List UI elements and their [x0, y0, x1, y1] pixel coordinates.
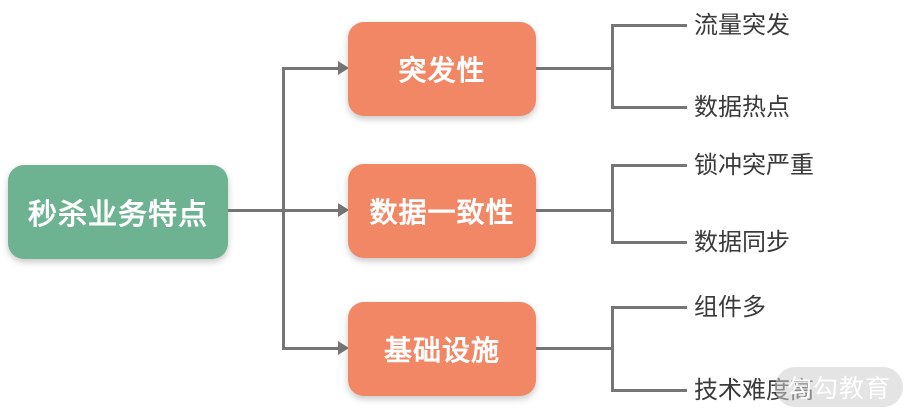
arrow-right-icon — [338, 341, 349, 355]
arrow-right-icon — [338, 203, 349, 217]
connector-branch2-vertical — [611, 164, 614, 244]
leaf-data-sync: 数据同步 — [694, 229, 790, 256]
connector-branch1-vertical — [611, 24, 614, 109]
connector-branch2-line — [282, 209, 339, 212]
connector-leaf-line — [611, 241, 687, 244]
connector-leaf-line — [611, 306, 687, 309]
connector-leaf-line — [611, 389, 687, 392]
connector-leaf-line — [611, 24, 687, 27]
connector-leaf-line — [611, 106, 687, 109]
connector-branch1-right-stub — [536, 67, 613, 70]
connector-leaf-line — [611, 164, 687, 167]
connector-root-stub — [228, 209, 283, 212]
connector-branch3-vertical — [611, 306, 614, 392]
leaf-many-components: 组件多 — [694, 294, 766, 321]
watermark-badge: 勾勾教育 — [775, 367, 903, 407]
branch-node-burstiness: 突发性 — [348, 22, 536, 116]
branch-node-data-consistency: 数据一致性 — [348, 164, 536, 258]
leaf-traffic-burst: 流量突发 — [694, 12, 790, 39]
connector-branch3-right-stub — [536, 347, 613, 350]
leaf-data-hotspot: 数据热点 — [694, 94, 790, 121]
connector-branch1-line — [282, 67, 339, 70]
branch-node-infrastructure: 基础设施 — [348, 302, 536, 396]
connector-trunk — [282, 67, 285, 350]
connector-branch3-line — [282, 347, 339, 350]
leaf-lock-contention: 锁冲突严重 — [694, 152, 814, 179]
root-node-seckill-features: 秒杀业务特点 — [8, 165, 228, 259]
arrow-right-icon — [338, 61, 349, 75]
connector-branch2-right-stub — [536, 209, 613, 212]
